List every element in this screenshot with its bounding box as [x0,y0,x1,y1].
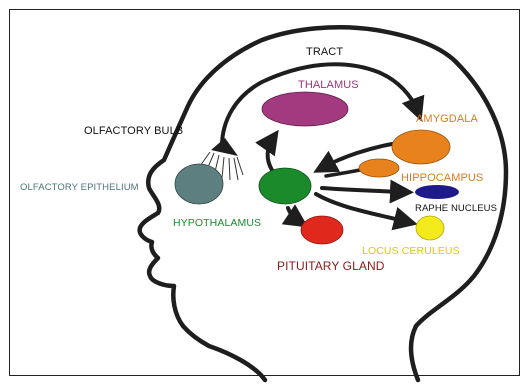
label-raphe-nucleus: RAPHE NUCLEUS [415,202,497,215]
olfactory-epithelium-shape [175,164,223,204]
locus-ceruleus-shape [416,216,444,240]
label-hypothalamus: HYPOTHALAMUS [173,217,261,230]
label-hippocampus: HIPPOCAMPUS [401,172,483,185]
label-pituitary-gland: PITUITARY GLAND [277,260,385,273]
thalamus-shape [262,92,348,126]
hippocampus-shape [359,159,399,177]
olfactory-bulb-shape [211,138,238,156]
hypothalamus-to-raphe-arrow [322,188,404,192]
raphe-nucleus-shape [415,185,459,199]
label-amygdala: AMYGDALA [416,113,478,126]
hypothalamus-to-pituitary-arrow [288,208,300,222]
label-olfactory-bulb: OLFACTORY BULB [84,125,183,138]
label-olfactory-epithelium: OLFACTORY EPITHELIUM [20,181,139,194]
pituitary-gland-shape [301,216,343,244]
hypothalamus-shape [259,168,311,204]
label-tract: TRACT [306,46,343,59]
hypothalamus-to-thalamus-arrow [268,138,273,170]
amygdala-shape [392,130,450,164]
label-thalamus: THALAMUS [298,79,359,92]
hippocampus-to-hypothalamus-arrow [326,170,360,176]
label-locus-ceruleus: LOCUS CERULEUS [362,245,460,258]
